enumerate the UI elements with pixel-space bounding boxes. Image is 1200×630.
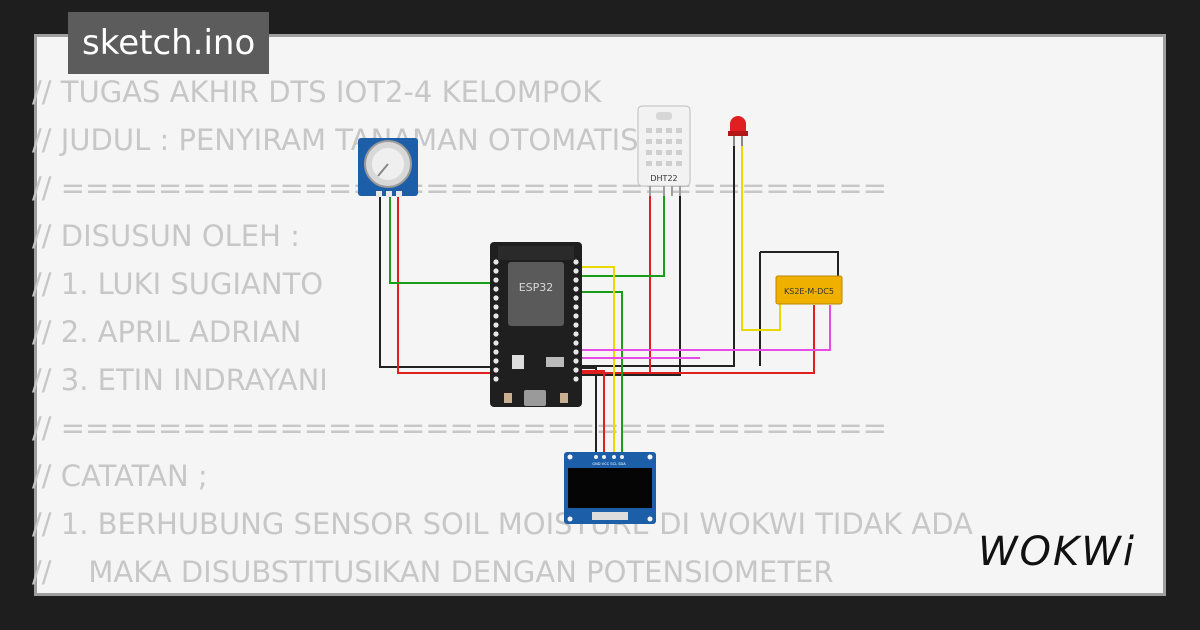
file-title-tab[interactable]: sketch.ino bbox=[68, 12, 270, 74]
wire-black-dht-gnd bbox=[578, 195, 681, 376]
wire-green-pot-signal bbox=[389, 195, 500, 284]
wire-yellow-oled-scl bbox=[578, 266, 615, 455]
esp32-board[interactable]: ESP32 bbox=[490, 242, 582, 407]
code-line: // 3. ETIN INDRAYANI bbox=[32, 363, 328, 397]
wire-magenta-relay-in bbox=[578, 305, 831, 351]
wire-black-led bbox=[580, 140, 735, 367]
wire-black-pot-gnd bbox=[379, 195, 500, 368]
wire-green-dht-data bbox=[578, 195, 665, 277]
esp32-label: ESP32 bbox=[519, 281, 554, 294]
wire-yellow-led bbox=[741, 145, 781, 331]
code-line: // 1. LUKI SUGIANTO bbox=[32, 267, 324, 301]
wire-green-oled-sda bbox=[578, 291, 623, 455]
code-line: // 2. APRIL ADRIAN bbox=[32, 315, 302, 349]
wokwi-logo: WOKWi bbox=[978, 529, 1136, 575]
wire-red-oled-vcc bbox=[578, 370, 605, 455]
code-line: // ================================== bbox=[32, 411, 887, 445]
dht22-label: DHT22 bbox=[650, 174, 677, 183]
wire-black-relay bbox=[760, 251, 839, 277]
relay-ks2e[interactable]: KS2E-M-DC5 bbox=[775, 275, 843, 305]
oled-display[interactable]: GND VCC SCL SDA bbox=[564, 452, 656, 524]
relay-label: KS2E-M-DC5 bbox=[784, 287, 834, 296]
wire-red-pot-vcc bbox=[397, 195, 500, 374]
code-line: // TUGAS AKHIR DTS IOT2-4 KELOMPOK bbox=[32, 75, 602, 109]
code-line: // ================================== bbox=[32, 171, 887, 205]
wire-red-relay bbox=[650, 305, 815, 374]
code-background: // TUGAS AKHIR DTS IOT2-4 KELOMPOK// JUD… bbox=[32, 68, 973, 596]
code-line: // MAKA DISUBSTITUSIKAN DENGAN POTENSIOM… bbox=[32, 555, 834, 589]
code-line: // DISUSUN OLEH : bbox=[32, 219, 300, 253]
dht22-sensor[interactable]: DHT22 bbox=[637, 105, 691, 196]
red-led[interactable] bbox=[728, 116, 748, 146]
potentiometer[interactable] bbox=[358, 138, 418, 197]
wire-black-oled-gnd bbox=[580, 367, 597, 455]
code-line: // CATATAN ; bbox=[32, 459, 208, 493]
oled-pin-labels: GND VCC SCL SDA bbox=[592, 462, 626, 466]
